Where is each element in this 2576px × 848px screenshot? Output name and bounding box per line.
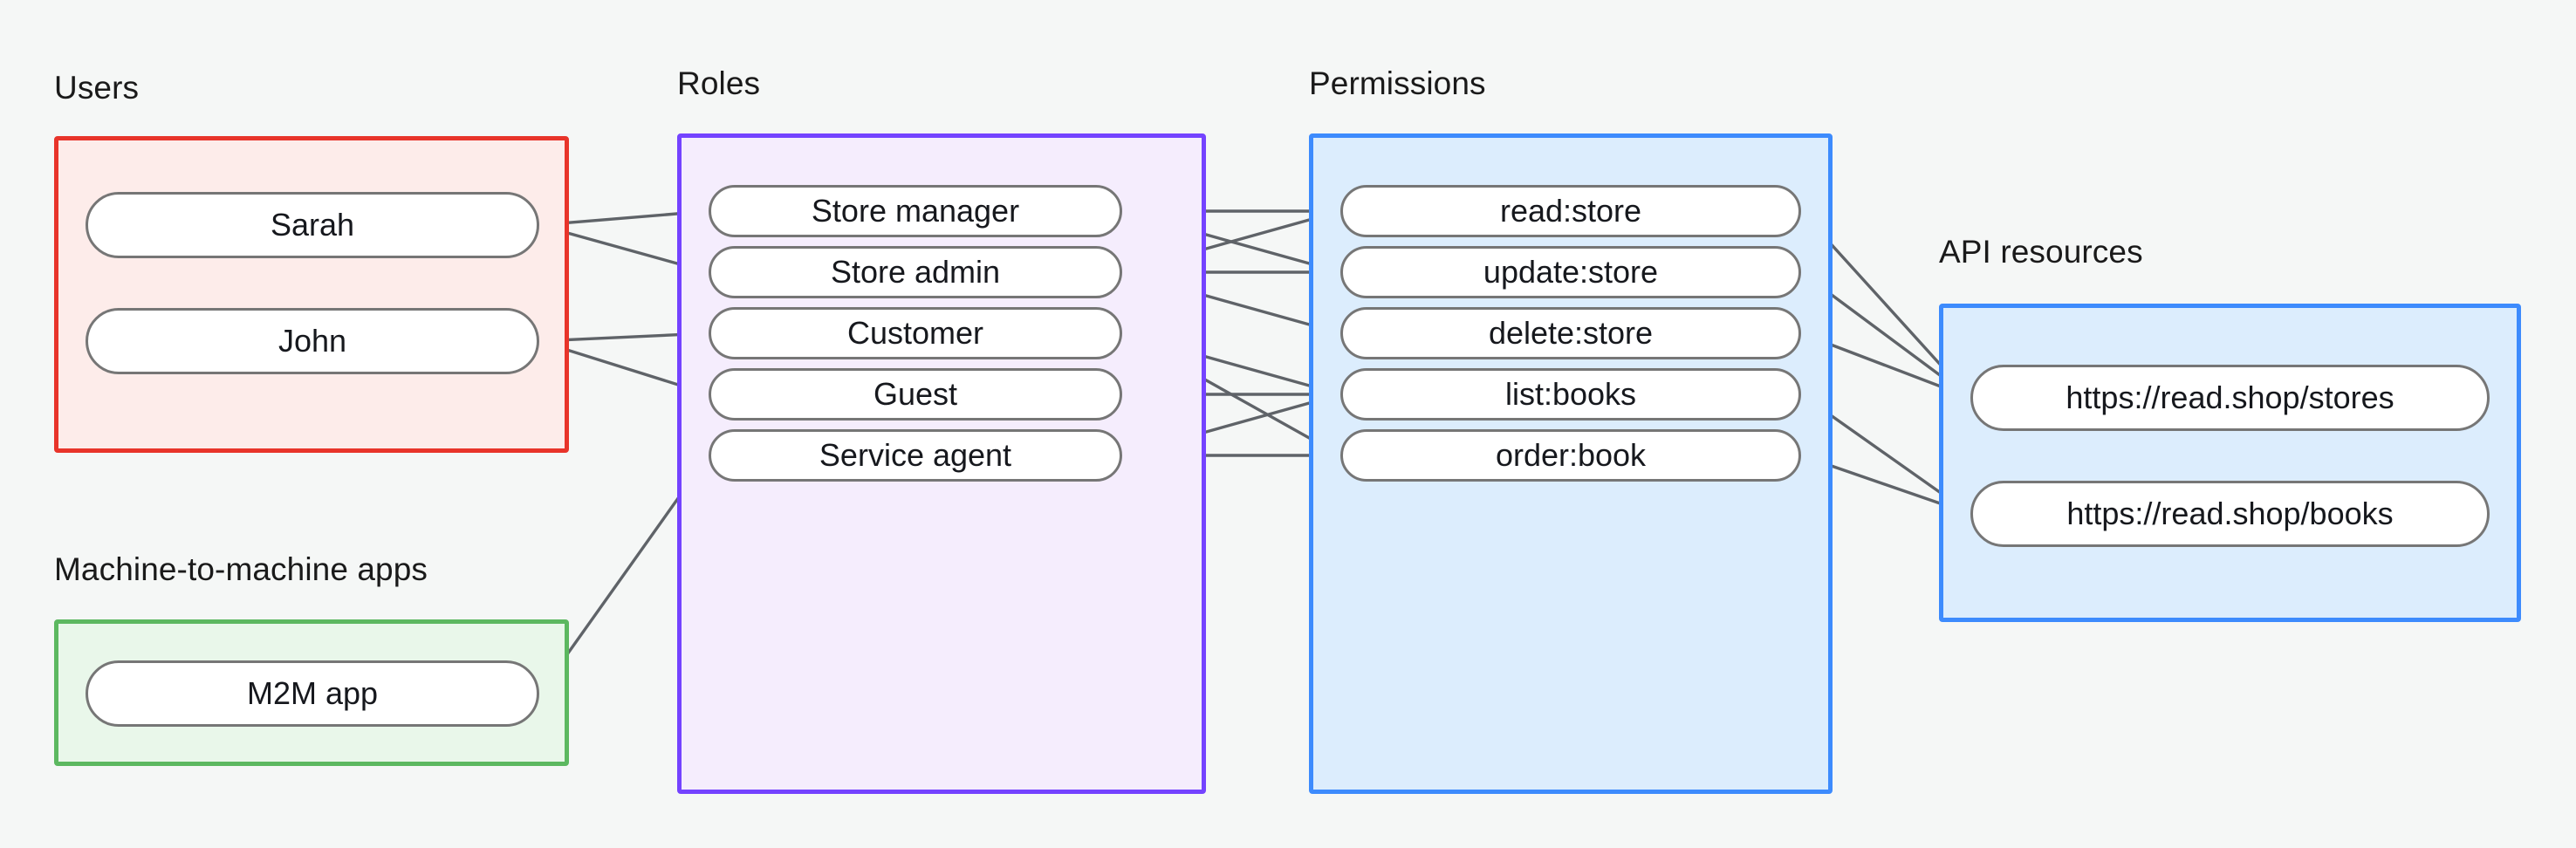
group-label-api-resources: API resources [1939, 234, 2143, 270]
node-label: delete:store [1488, 315, 1654, 351]
node-customer[interactable]: Customer [709, 307, 1122, 359]
node-store-admin[interactable]: Store admin [709, 246, 1122, 298]
node-sarah[interactable]: Sarah [86, 192, 539, 258]
node-label: John [277, 323, 347, 359]
node-order-book[interactable]: order:book [1340, 429, 1801, 482]
node-service-agent[interactable]: Service agent [709, 429, 1122, 482]
node-label: Sarah [270, 207, 355, 243]
node-label: update:store [1483, 254, 1659, 290]
node-label: order:book [1495, 437, 1647, 473]
node-label: https://read.shop/stores [2066, 380, 2394, 415]
node-guest[interactable]: Guest [709, 368, 1122, 421]
node-label: Service agent [819, 437, 1012, 473]
node-john[interactable]: John [86, 308, 539, 374]
group-label-permissions: Permissions [1309, 65, 1486, 101]
node-read-store[interactable]: read:store [1340, 185, 1801, 237]
group-label-m2m: Machine-to-machine apps [54, 551, 428, 587]
node-res-stores[interactable]: https://read.shop/stores [1970, 365, 2490, 431]
group-label-roles: Roles [677, 65, 761, 101]
group-box-api-resources [1939, 304, 2521, 622]
node-label: list:books [1504, 376, 1637, 412]
node-label: read:store [1499, 193, 1642, 229]
group-box-users [54, 136, 569, 453]
node-update-store[interactable]: update:store [1340, 246, 1801, 298]
node-m2m-app[interactable]: M2M app [86, 660, 539, 727]
node-res-books[interactable]: https://read.shop/books [1970, 481, 2490, 547]
node-label: M2M app [246, 675, 379, 711]
node-label: Customer [846, 315, 984, 351]
node-store-manager[interactable]: Store manager [709, 185, 1122, 237]
node-list-books[interactable]: list:books [1340, 368, 1801, 421]
group-label-users: Users [54, 70, 140, 106]
node-label: Store manager [811, 193, 1020, 229]
node-label: https://read.shop/books [2066, 496, 2394, 531]
node-label: Guest [873, 376, 958, 412]
node-delete-store[interactable]: delete:store [1340, 307, 1801, 359]
node-label: Store admin [830, 254, 1001, 290]
